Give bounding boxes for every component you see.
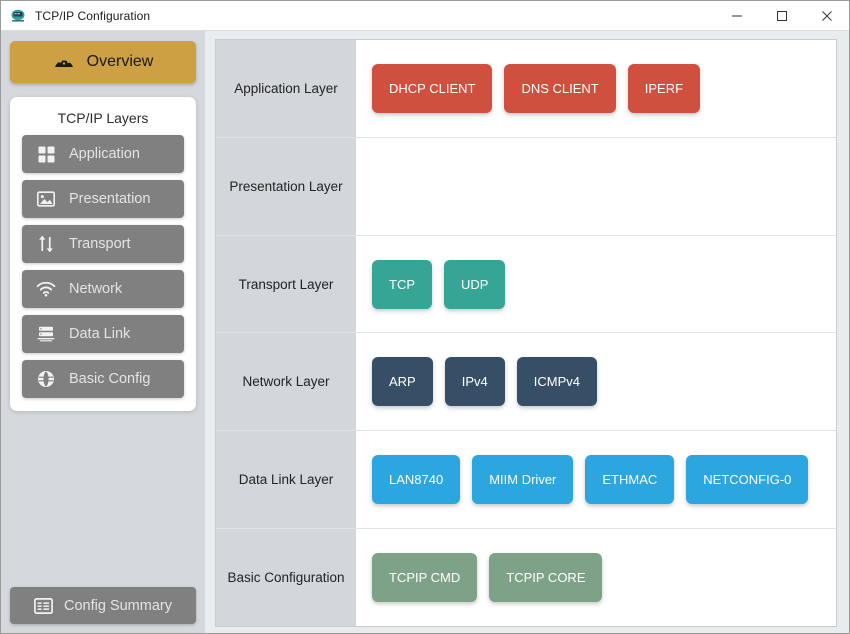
sidebar-item-label: Data Link — [69, 326, 131, 342]
up-down-arrows-icon — [36, 234, 56, 254]
layer-row-label: Data Link Layer — [216, 431, 356, 529]
config-summary-label: Config Summary — [64, 597, 172, 614]
list-panel-icon — [34, 597, 53, 614]
body-split: Overview TCP/IP Layers Application — [1, 31, 849, 633]
sidebar-item-label: Application — [69, 146, 140, 162]
wifi-icon — [36, 279, 56, 299]
protocol-chip[interactable]: TCPIP CMD — [372, 553, 478, 603]
sidebar: Overview TCP/IP Layers Application — [1, 31, 205, 633]
overview-label: Overview — [86, 53, 154, 70]
protocol-chip[interactable]: ICMPv4 — [516, 357, 597, 407]
layer-row-label: Network Layer — [216, 333, 356, 431]
sidebar-item-presentation[interactable]: Presentation — [22, 180, 184, 218]
protocol-chip[interactable]: UDP — [444, 259, 506, 309]
layer-row-label: Presentation Layer — [216, 137, 356, 235]
protocol-chip[interactable]: TCPIP CORE — [489, 553, 603, 603]
protocol-chip[interactable]: IPERF — [627, 63, 701, 113]
grid-icon — [36, 144, 56, 164]
sidebar-item-label: Network — [69, 281, 123, 297]
window-controls — [714, 1, 849, 30]
protocol-chip[interactable]: DHCP CLIENT — [372, 63, 493, 113]
protocol-chip[interactable]: TCP — [372, 259, 432, 309]
sidebar-item-basic-config[interactable]: Basic Config — [22, 360, 184, 398]
config-summary-button[interactable]: Config Summary — [10, 587, 196, 624]
layer-row-label: Application Layer — [216, 40, 356, 137]
sidebar-item-label: Transport — [69, 236, 131, 252]
protocol-chip[interactable]: MIIM Driver — [472, 455, 574, 505]
protocol-chip[interactable]: IPv4 — [444, 357, 505, 407]
title-bar: TCP/IP Configuration — [1, 1, 849, 31]
layer-row: Presentation Layer — [216, 137, 836, 236]
tcpip-layers-card: TCP/IP Layers Application — [10, 97, 196, 411]
gauge-icon — [53, 50, 75, 75]
server-stack-icon — [36, 324, 56, 344]
layers-card-title: TCP/IP Layers — [57, 110, 149, 126]
sidebar-item-transport[interactable]: Transport — [22, 225, 184, 263]
protocol-chip[interactable]: ARP — [372, 357, 433, 407]
layer-row-label: Basic Configuration — [216, 529, 356, 626]
sidebar-item-network[interactable]: Network — [22, 270, 184, 308]
globe-icon — [36, 369, 56, 389]
sidebar-item-application[interactable]: Application — [22, 135, 184, 173]
protocol-chip[interactable]: LAN8740 — [372, 455, 461, 505]
protocol-chip[interactable]: DNS CLIENT — [504, 63, 616, 113]
sidebar-item-label: Basic Config — [69, 371, 151, 387]
close-button[interactable] — [804, 1, 849, 30]
protocol-chip[interactable]: ETHMAC — [585, 455, 675, 505]
layer-row-content — [356, 138, 836, 235]
minimize-button[interactable] — [714, 1, 759, 30]
protocol-chip[interactable]: NETCONFIG-0 — [686, 455, 809, 505]
app-network-icon — [9, 7, 27, 25]
window-title: TCP/IP Configuration — [35, 8, 151, 23]
overview-button[interactable]: Overview — [10, 41, 196, 83]
maximize-button[interactable] — [759, 1, 804, 30]
sidebar-item-data-link[interactable]: Data Link — [22, 315, 184, 353]
layer-row-label: Transport Layer — [216, 235, 356, 333]
sidebar-item-label: Presentation — [69, 191, 151, 207]
image-icon — [36, 189, 56, 209]
